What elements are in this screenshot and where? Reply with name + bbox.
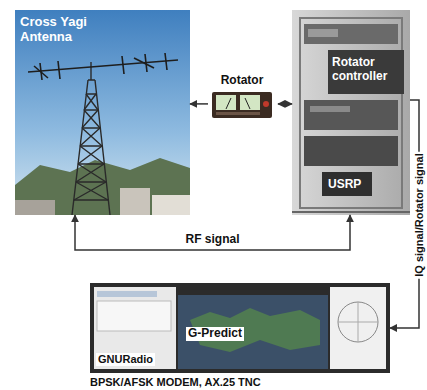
signal-connector — [190, 103, 208, 105]
signal-label: IQ signal/Rotator signal — [413, 151, 425, 278]
figure-caption: BPSK/AFSK MODEM, AX.25 TNC — [90, 376, 261, 389]
computer-screen: GNURadio G-Predict — [90, 283, 390, 373]
controller-label: Rotator controller — [332, 56, 406, 84]
signal-label: RF signal — [183, 232, 241, 246]
signal-connector — [278, 103, 292, 105]
antenna-photo: Cross Yagi Antenna — [15, 10, 190, 215]
rotator-label: Rotator — [208, 74, 276, 88]
rack-photo: Rotator controllerUSRP — [292, 10, 410, 215]
software-label: G-Predict — [186, 327, 244, 341]
antenna-label: Cross Yagi Antenna — [20, 15, 120, 45]
signal-connector — [75, 215, 350, 250]
software-label: GNURadio — [96, 353, 155, 366]
usrp-label: USRP — [328, 178, 361, 192]
rotator-box: Rotator — [208, 74, 278, 120]
